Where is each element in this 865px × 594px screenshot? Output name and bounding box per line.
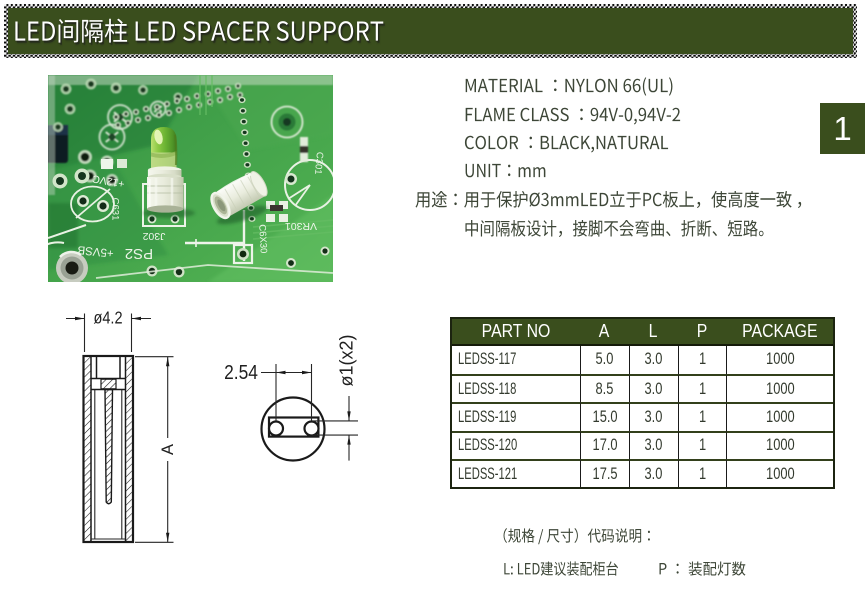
table-cell-l: 3.0 [628,430,679,459]
note0-text: （规格 / 尺寸）代码说明： [0,0,1,1]
table-cell-a: 5.0 [579,345,629,375]
note2-text: P ： 装配灯数 [0,0,1,1]
silkscreen-c301: C301 [312,151,325,175]
table-cell-a: 17.0 [579,430,629,459]
table-cell-l: 3.0 [628,402,679,431]
silkscreen-p5vsb: +5VSB [77,243,115,259]
info1-text-vector [465,107,681,125]
table-header-row: PART NO A L P PACKAGE [451,318,833,346]
table-header-p: P [696,320,708,341]
info2-text-vector [465,135,669,153]
info3-text-vector [465,163,546,177]
silkscreen-vr301: VR301 [285,220,317,232]
table-cell-part_no: LEDSS-119 [451,402,580,430]
table-cell-p: 1 [678,402,727,431]
title-text: LED间隔柱 LED SPACER SUPPORT [0,0,1,1]
note0-text-vector [503,528,650,545]
use1-text-vector [465,219,764,237]
table-cell-l: 3.0 [628,458,679,488]
page-number: 1 [833,109,852,147]
note1-text: L: LED建议装配柜台 [0,0,1,1]
table-header-part_no: PART NO [481,320,550,341]
page-number-box: 1 [820,103,865,154]
table-cell-part_no: LEDSS-121 [451,458,580,487]
silkscreen-j302: J302 [142,230,165,242]
table-cell-part_no: LEDSS-118 [451,374,580,402]
table-cell-p: 1 [678,458,727,488]
note2-text-vector [659,561,746,576]
table-header-l: L [649,320,658,341]
title-text-vector [14,18,385,45]
table-cell-l: 3.0 [628,345,678,375]
table-cell-package: 1000 [726,430,833,459]
table-cell-package: 1000 [726,402,833,431]
use0-text-vector [415,190,801,208]
silkscreen-p12vc: +12VC [91,172,125,190]
table-cell-package: 1000 [726,374,833,403]
table-cell-package: 1000 [726,345,833,375]
dim-pitch: 2.54 [224,361,258,383]
table-cell-a: 8.5 [579,374,629,403]
table-cell-p: 1 [678,374,727,403]
table-cell-l: 3.0 [628,374,679,403]
table-header-package: PACKAGE [741,320,818,341]
note1-text-vector [504,560,618,576]
info0-text: MATERIAL ：NYLON 66(UL) [0,0,1,1]
technical-drawing: ø4.2A 2.54 ø1(x2) [66,308,358,544]
dim-outer-diameter: ø4.2 [93,308,122,328]
silkscreen-ps2: PS2 [125,245,153,262]
table-cell-p: 1 [678,430,727,459]
use1-text: 中间隔板设计，接脚不会弯曲、折断、短路。 [0,0,1,1]
table-cell-package: 1000 [726,458,833,488]
table-header-a: A [598,320,610,341]
dim-hole-diameter: ø1(x2) [337,334,357,386]
info2-text: COLOR ：BLACK,NATURAL [0,0,1,1]
use0-text: 用途：用于保护Ø3mmLED立于PC板上，使高度一致 ， [0,0,1,1]
table-cell-part_no: LEDSS-117 [457,350,516,369]
silkscreen-c6x30: C6X30 [256,224,269,254]
table-cell-part_no: LEDSS-120 [451,430,580,459]
info0-text-vector [465,77,673,96]
table-cell-p: 1 [678,345,726,375]
table-cell-a: 15.0 [579,402,629,431]
info1-text: FLAME CLASS ：94V-0,94V-2 [0,0,1,1]
title-bar [4,4,857,58]
info3-text: UNIT：mm [0,0,1,1]
table-cell-a: 17.5 [579,458,629,488]
dim-height: A [159,444,177,455]
silkscreen-c631: C631 [110,198,121,221]
